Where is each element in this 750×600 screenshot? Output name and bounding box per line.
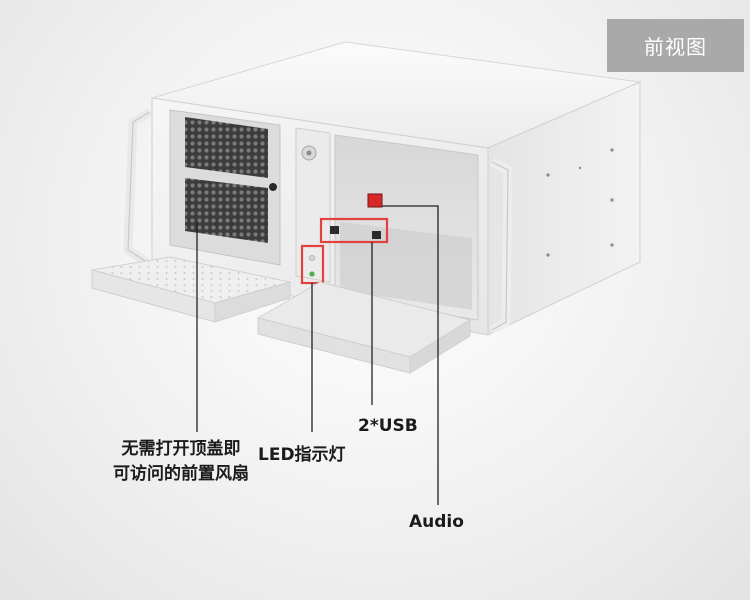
callout-front-fan: 无需打开顶盖即 可访问的前置风扇 <box>96 437 266 487</box>
side-panel-screws <box>546 148 614 257</box>
view-title: 前视图 <box>644 35 707 59</box>
usb-highlight-box <box>319 217 389 244</box>
view-title-badge: 前视图 <box>607 19 744 72</box>
callout-leader-lines <box>196 205 439 505</box>
usb-port-2[interactable] <box>372 231 381 239</box>
callout-front-fan-line-2: 可访问的前置风扇 <box>113 464 249 484</box>
drive-bay-recess <box>340 222 472 310</box>
fan-grille-lower <box>185 178 268 243</box>
callout-front-fan-line-1: 无需打开顶盖即 <box>121 439 241 459</box>
fan-grille-upper <box>185 117 268 178</box>
callout-led-indicators: LED指示灯 <box>258 445 346 465</box>
usb-port-1[interactable] <box>330 226 339 234</box>
fan-door-knob <box>269 183 277 191</box>
led-hdd-indicator <box>309 271 315 277</box>
power-button[interactable] <box>367 193 383 208</box>
center-divider <box>295 127 331 283</box>
audio-leader-line <box>382 205 439 505</box>
callout-usb: 2*USB <box>358 416 418 436</box>
callout-audio: Audio <box>409 512 464 532</box>
left-rack-handle <box>123 108 153 266</box>
led-power-indicator <box>309 255 315 261</box>
